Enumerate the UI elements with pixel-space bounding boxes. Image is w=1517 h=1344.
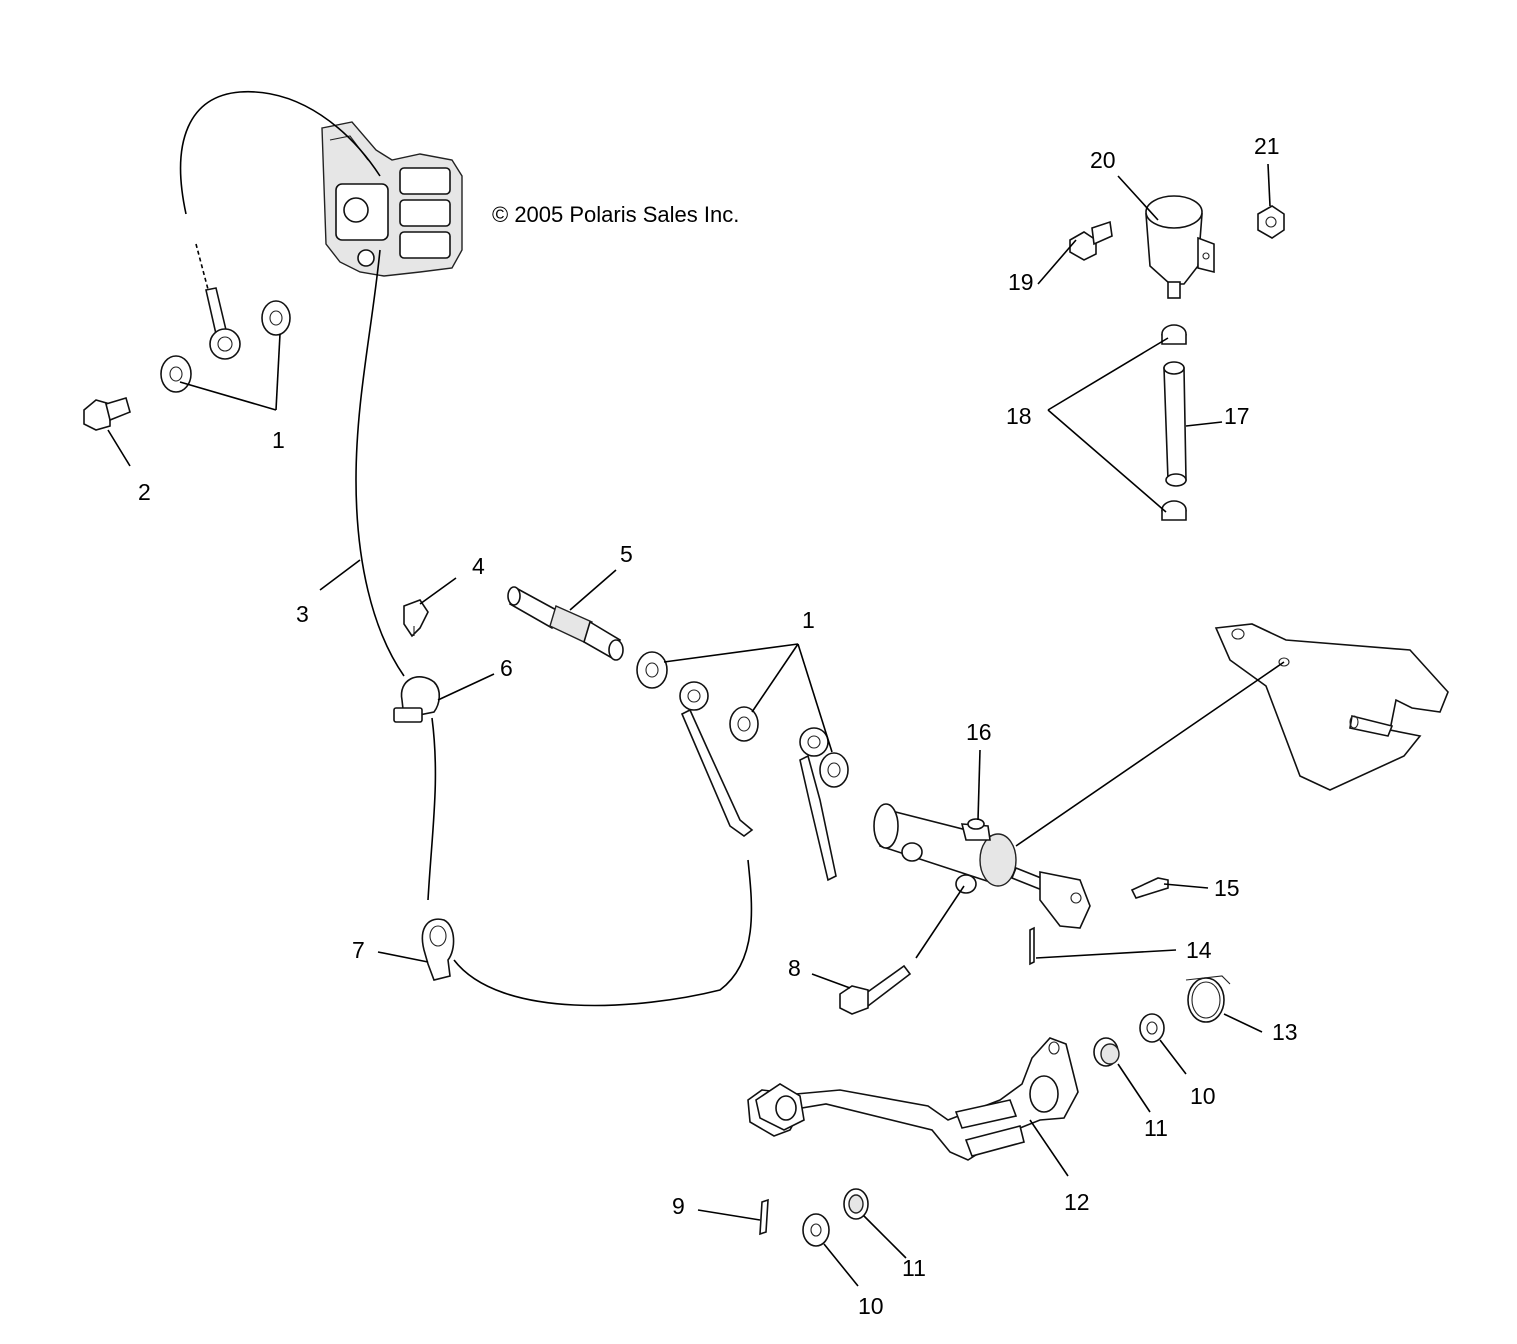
bushing-lower (843, 1188, 869, 1220)
callout-2: 2 (138, 479, 151, 505)
callout-16: 16 (966, 719, 992, 745)
fluid-reservoir (1145, 195, 1215, 299)
hose-clamp-lower (1161, 500, 1187, 521)
callout-17: 17 (1224, 403, 1250, 429)
callout-1-middle: 1 (802, 607, 815, 633)
sealing-washer-mid-b (729, 706, 759, 742)
sealing-washer-upper-b (261, 300, 291, 336)
copyright-text: © 2005 Polaris Sales Inc. (492, 202, 739, 227)
brake-line-long (355, 249, 753, 1007)
brake-line-fitting (507, 586, 624, 661)
sealing-washer-mid-c (819, 752, 849, 788)
callout-13: 13 (1272, 1019, 1298, 1045)
callout-19: 19 (1008, 269, 1034, 295)
callout-12: 12 (1064, 1189, 1090, 1215)
banjo-fitting-upper (209, 328, 241, 360)
callout-4: 4 (472, 553, 485, 579)
callout-10-upper: 10 (1190, 1083, 1216, 1109)
cotter-pin-lower (759, 1198, 769, 1236)
callout-5: 5 (620, 541, 633, 567)
callout-8: 8 (788, 955, 801, 981)
callout-20: 20 (1090, 147, 1116, 173)
callout-9: 9 (672, 1193, 685, 1219)
cotter-pin-upper (1029, 926, 1035, 966)
banjo-bolt (83, 397, 131, 431)
bushing-upper (1093, 1037, 1120, 1067)
reservoir-hose (1163, 361, 1187, 487)
callout-14: 14 (1186, 937, 1212, 963)
callout-7: 7 (352, 937, 365, 963)
hose-clip (421, 918, 455, 981)
reservoir-bolt (1069, 220, 1113, 261)
callout-21: 21 (1254, 133, 1280, 159)
callout-11-lower: 11 (902, 1255, 926, 1281)
return-spring (1185, 975, 1231, 1023)
sealing-washer-upper-a (160, 355, 192, 393)
callout-3: 3 (296, 601, 309, 627)
callout-11-upper: 11 (1144, 1115, 1168, 1141)
clevis-pin (1130, 877, 1169, 899)
brake-caliper (321, 121, 463, 277)
leader-lines (107, 163, 1285, 1287)
brake-hose-a (679, 681, 754, 837)
line-clamp (393, 676, 441, 723)
push-clip (403, 599, 429, 638)
sealing-washer-mid-a (636, 651, 668, 689)
brake-pedal (747, 1037, 1079, 1161)
mounting-bracket (1214, 623, 1449, 791)
callout-15: 15 (1214, 875, 1240, 901)
master-cylinder (873, 803, 1091, 929)
callout-18: 18 (1006, 403, 1032, 429)
brake-hose-b (799, 727, 837, 882)
callout-1-upper: 1 (272, 427, 285, 453)
reservoir-cap-nut (1257, 205, 1285, 239)
callout-labels: 1 2 3 4 5 6 7 1 16 8 15 14 13 10 11 12 9… (138, 133, 1298, 1319)
washer-upper (1139, 1013, 1165, 1043)
callout-6: 6 (500, 655, 513, 681)
callout-10-lower: 10 (858, 1293, 884, 1319)
pivot-bolt (839, 964, 912, 1015)
hose-clamp-upper (1161, 324, 1187, 345)
washer-lower (802, 1213, 830, 1247)
